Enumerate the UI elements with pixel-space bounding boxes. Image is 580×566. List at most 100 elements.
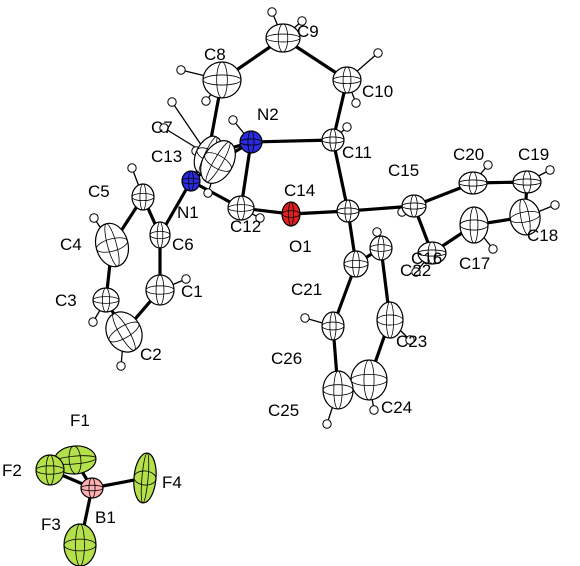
atom-c18 [509, 198, 541, 236]
atom-n1 [181, 170, 201, 192]
bonds-layer [48, 36, 529, 547]
atom-c15 [401, 194, 427, 218]
atom-label-c4: C4 [60, 235, 82, 254]
atom-label-c2: C2 [140, 345, 162, 364]
atom-f4 [133, 452, 157, 504]
atom-label-c26: C26 [271, 349, 302, 368]
atom-c6 [149, 221, 171, 249]
atom-label-c12: C12 [230, 217, 261, 236]
atom-c26 [321, 311, 345, 341]
hydrogen-atom-22 [372, 227, 382, 237]
hydrogen-atom-7 [176, 65, 186, 75]
hydrogen-atoms-layer [88, 7, 560, 429]
hydrogen-atom-14 [255, 213, 265, 223]
atom-label-c15: C15 [388, 161, 419, 180]
atom-c2 [105, 311, 143, 353]
atom-c22 [369, 235, 393, 261]
atom-label-c19: C19 [518, 145, 549, 164]
atom-o1 [281, 201, 301, 227]
hydrogen-atom-20 [545, 165, 555, 175]
atom-label-c22: C22 [400, 261, 431, 280]
atom-c12 [227, 195, 255, 221]
hydrogen-atom-19 [550, 200, 560, 210]
hydrogen-atom-13 [342, 122, 352, 132]
hydrogen-atom-21 [483, 160, 493, 170]
atom-c8 [202, 61, 242, 99]
atom-label-c5: C5 [88, 182, 110, 201]
atom-label-f4: F4 [162, 473, 182, 492]
atom-c11 [321, 128, 345, 152]
atom-c21 [343, 250, 369, 278]
atom-label-f1: F1 [70, 411, 90, 430]
hydrogen-atom-24 [369, 405, 379, 415]
atom-label-f3: F3 [41, 515, 61, 534]
atom-b1 [80, 477, 104, 499]
atom-label-c7: C7 [151, 118, 173, 137]
bond-c11-n2 [249, 138, 335, 144]
hydrogen-atom-12 [351, 98, 361, 108]
atom-label-c17: C17 [459, 254, 490, 273]
atom-c10 [332, 66, 362, 94]
atom-label-c18: C18 [527, 226, 558, 245]
atom-c23 [376, 301, 404, 339]
atom-label-f2: F2 [2, 461, 22, 480]
atom-label-c14: C14 [284, 181, 315, 200]
atom-label-c24: C24 [381, 398, 412, 417]
atom-f1 [53, 445, 97, 475]
atom-label-c13: C13 [151, 147, 182, 166]
bond-c11-c14 [331, 138, 350, 213]
atoms-layer [35, 23, 542, 566]
atom-c4 [94, 222, 130, 268]
hydrogen-atom-4 [181, 274, 191, 284]
atom-label-b1: B1 [95, 508, 116, 527]
hydrogen-atom-9 [267, 7, 277, 17]
atom-c14 [336, 199, 360, 223]
atom-label-c16: C16 [411, 249, 442, 268]
atom-c3 [92, 287, 120, 313]
atom-label-c25: C25 [268, 401, 299, 420]
atom-label-c6: C6 [172, 235, 194, 254]
atom-label-c20: C20 [453, 145, 484, 164]
hydrogen-atom-8 [201, 96, 211, 106]
hydrogen-atom-26 [300, 313, 310, 323]
hydrogen-atom-1 [88, 317, 98, 327]
atom-c25 [322, 370, 354, 410]
atom-label-c9: C9 [297, 22, 319, 41]
atom-n2 [239, 130, 263, 154]
atom-label-c11: C11 [342, 143, 372, 162]
hydrogen-atom-25 [322, 419, 332, 429]
atom-c16 [417, 241, 447, 265]
atom-c19 [512, 170, 542, 194]
hydrogen-atom-5 [167, 97, 177, 107]
atom-label-n2: N2 [257, 105, 279, 124]
hydrogen-atom-10 [297, 16, 307, 26]
atom-label-c3: C3 [55, 291, 77, 310]
atom-label-c23: C23 [396, 332, 427, 351]
atom-c1 [145, 274, 175, 306]
hydrogen-atom-2 [89, 213, 99, 223]
hydrogen-atom-11 [373, 48, 383, 58]
hydrogen-atom-3 [127, 163, 137, 173]
atom-c17 [459, 206, 489, 244]
atom-c20 [458, 171, 488, 195]
atom-label-c8: C8 [204, 45, 226, 64]
atom-label-n1: N1 [177, 203, 199, 222]
hydrogen-atom-23 [405, 335, 415, 345]
hydrogen-atom-18 [488, 244, 498, 254]
atom-label-c10: C10 [362, 82, 393, 101]
atom-label-o1: O1 [289, 237, 312, 256]
hydrogen-atom-17 [411, 267, 421, 277]
hydrogen-atom-27 [228, 115, 238, 125]
atom-c13 [200, 140, 236, 184]
hydrogen-atom-15 [203, 188, 213, 198]
atom-c5 [131, 183, 155, 211]
atom-f2 [35, 454, 65, 486]
atom-c9 [265, 23, 301, 53]
atom-c24 [350, 359, 388, 401]
atom-f3 [63, 523, 97, 566]
hydrogen-atom-0 [116, 361, 126, 371]
atom-label-c21: C21 [291, 280, 322, 299]
hydrogen-atom-6 [159, 123, 169, 133]
